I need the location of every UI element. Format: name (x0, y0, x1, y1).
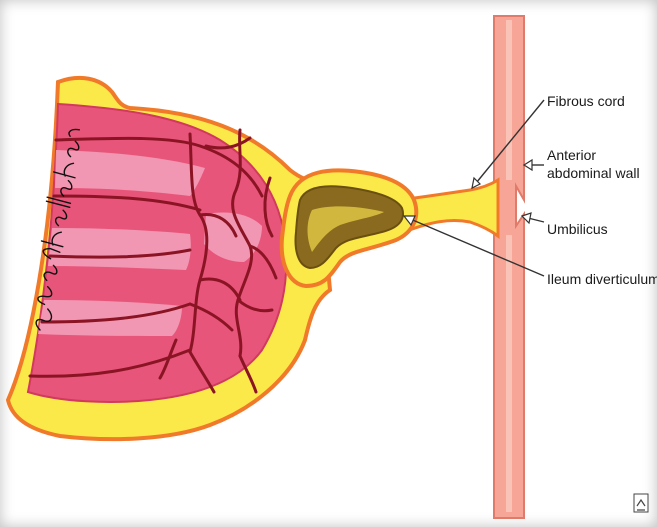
corner-mark-icon (634, 494, 648, 512)
abdominal-wall-pointer (524, 160, 544, 170)
umbilicus-pointer (522, 213, 544, 223)
anterior-abdominal-wall-label-line1: Anterior (547, 146, 596, 164)
umbilicus-label: Umbilicus (547, 220, 608, 238)
fibrous-cord-label: Fibrous cord (547, 92, 625, 110)
ileum-diverticulum-label: Ileum diverticulum (547, 270, 657, 288)
anterior-abdominal-wall-label-line2: abdominal wall (547, 164, 640, 182)
abdominal-wall (494, 16, 524, 518)
